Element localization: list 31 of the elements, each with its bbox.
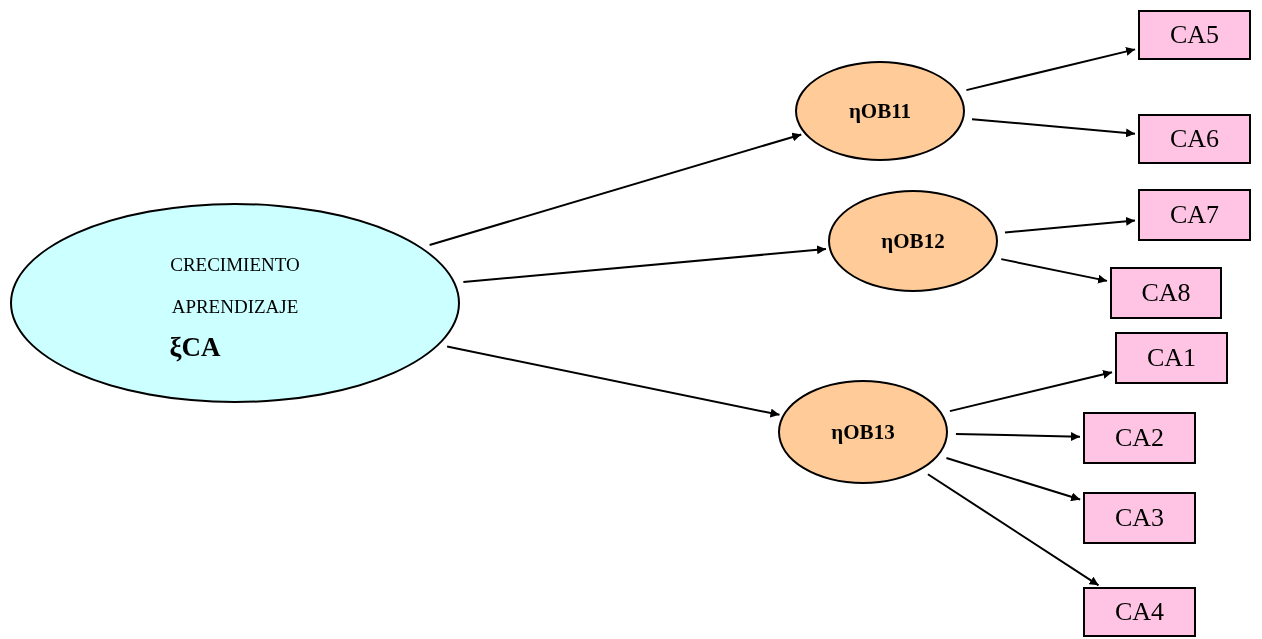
node-label: CA8	[1141, 278, 1191, 308]
arrow	[945, 456, 1082, 502]
rectangle-node	[1138, 189, 1251, 241]
arrow	[462, 245, 827, 284]
arrow	[971, 118, 1136, 138]
arrow	[1004, 216, 1136, 234]
node-label: CA5	[1169, 20, 1220, 50]
node-label: ηOB11	[848, 98, 912, 124]
node-label: ηOB12	[881, 228, 945, 254]
rectangle-node	[1083, 587, 1196, 637]
rectangle-node	[1115, 332, 1228, 384]
rectangle-node	[1110, 267, 1222, 319]
rectangle-node	[1083, 492, 1196, 544]
rectangle-node	[1083, 412, 1196, 464]
rectangle-node	[1138, 10, 1251, 60]
node-label: CA6	[1169, 124, 1220, 154]
arrow	[965, 47, 1137, 92]
arrow	[1000, 258, 1109, 284]
node-label: ηOB13	[831, 419, 895, 445]
node-label: CA4	[1114, 597, 1165, 627]
arrow	[954, 432, 1081, 441]
node-label: CA2	[1114, 423, 1165, 453]
node-label: CA7	[1169, 200, 1220, 230]
node-label: ξCA	[169, 331, 221, 363]
node-label: CRECIMIENTO APRENDIZAJE	[169, 252, 301, 319]
arrow	[948, 370, 1114, 413]
rectangle-node	[1138, 114, 1251, 164]
arrow	[428, 132, 803, 247]
arrow	[926, 473, 1100, 587]
node-label: CA1	[1146, 343, 1197, 373]
node-label: CA3	[1114, 503, 1165, 533]
